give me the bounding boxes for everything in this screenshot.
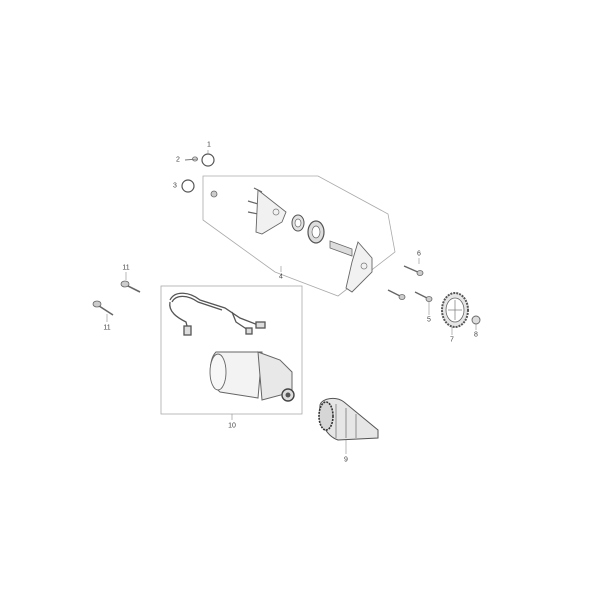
nut-part-8	[471, 315, 481, 325]
bolt-part-5	[414, 291, 433, 302]
label-part-7: 7	[450, 336, 454, 344]
ring-gear-part-7	[441, 292, 469, 328]
bolt-part-6	[403, 265, 424, 276]
o-ring-part-3	[181, 179, 195, 193]
label-part-4: 4	[279, 273, 283, 281]
o-ring-part-1	[201, 153, 215, 167]
shaft	[329, 240, 353, 257]
bracket-plate-right	[345, 241, 373, 293]
label-part-11a: 11	[122, 264, 130, 272]
label-part-10: 10	[228, 422, 236, 430]
label-part-6: 6	[417, 250, 421, 258]
bolt-lower-a	[387, 289, 406, 300]
bolt-part-11a	[120, 280, 141, 293]
label-part-1: 1	[207, 141, 211, 149]
small-nut	[210, 190, 218, 198]
label-part-9: 9	[344, 456, 348, 464]
starter-clutch-part-9	[318, 397, 379, 441]
label-part-11b: 11	[103, 324, 111, 332]
label-part-2: 2	[176, 156, 180, 164]
starter-motor	[209, 351, 295, 402]
bolt-part-11b	[92, 300, 114, 316]
label-part-3: 3	[173, 182, 177, 190]
wiring-harness	[169, 292, 266, 336]
label-part-5: 5	[427, 316, 431, 324]
label-part-8: 8	[474, 331, 478, 339]
bolt-part-2	[184, 156, 198, 162]
group-10-outline	[160, 285, 303, 415]
bracket-plate-left	[255, 189, 287, 235]
